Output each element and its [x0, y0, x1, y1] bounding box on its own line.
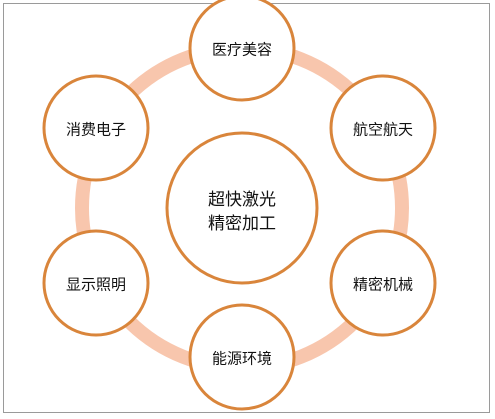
node-precision-machinery: 精密机械	[329, 229, 437, 337]
node-circle	[188, 303, 296, 411]
node-consumer-electronics: 消费电子	[42, 74, 150, 182]
node-label-energy-environment: 能源环境	[212, 350, 272, 368]
node-circle	[42, 74, 150, 182]
node-medical-beauty: 医疗美容	[188, 0, 296, 102]
node-label-aerospace: 航空航天	[353, 121, 413, 139]
node-display-lighting: 显示照明	[42, 229, 150, 337]
node-circle	[188, 0, 296, 102]
node-label-consumer-electronics: 消费电子	[66, 121, 126, 139]
node-aerospace: 航空航天	[329, 74, 437, 182]
node-circle	[329, 229, 437, 337]
node-label-display-lighting: 显示照明	[66, 276, 126, 294]
node-label-medical-beauty: 医疗美容	[212, 41, 272, 59]
center-circle	[165, 131, 319, 285]
node-label-precision-machinery: 精密机械	[353, 276, 413, 294]
node-energy-environment: 能源环境	[188, 303, 296, 411]
node-circle	[42, 229, 150, 337]
center-node: 超快激光 精密加工	[165, 131, 319, 285]
center-label-line1: 超快激光	[208, 190, 276, 210]
center-label-line2: 精密加工	[208, 214, 276, 234]
node-circle	[329, 74, 437, 182]
